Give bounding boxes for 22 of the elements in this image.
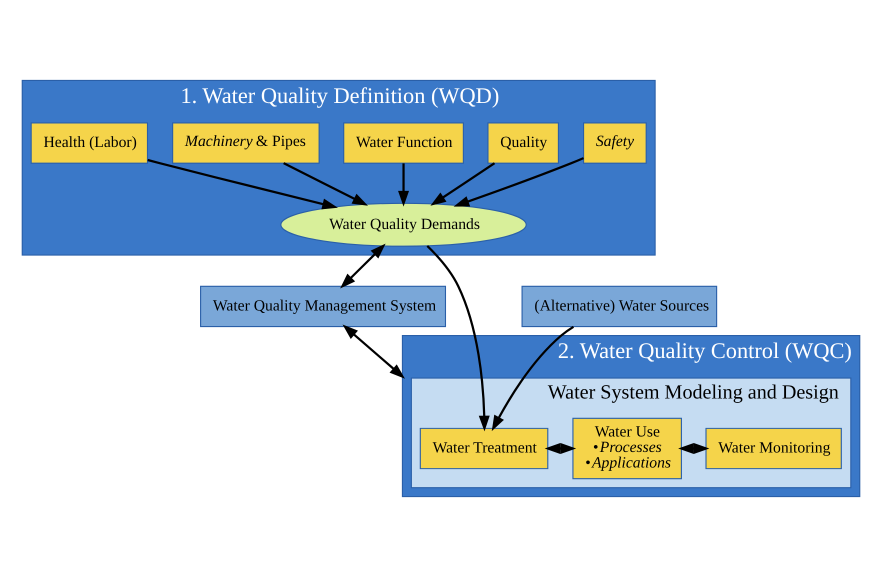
arrow (283, 162, 368, 206)
node-box: Water Quality Management System (200, 285, 446, 327)
node-box: Water Monitoring (705, 427, 842, 469)
arrow (426, 244, 490, 431)
arrow (492, 325, 574, 431)
arrow (430, 162, 496, 206)
arrow (544, 442, 576, 454)
node-box: Water Treatment (420, 427, 548, 469)
arrow (678, 442, 710, 454)
node-box: Water Function (343, 122, 464, 164)
arrow (147, 158, 338, 209)
node-ellipse: Water Quality Demands (280, 202, 527, 246)
arrow (454, 156, 584, 206)
node-box: Quality (487, 122, 559, 164)
arrow (342, 324, 405, 378)
arrow (398, 162, 410, 206)
node-box: Safety (583, 122, 647, 164)
node-box: Health (Labor) (30, 122, 148, 164)
node-box: Water Use •Processes •Applications (572, 417, 682, 479)
node-box: Machinery & Pipes (172, 122, 320, 164)
arrow (340, 243, 386, 288)
node-box: (Alternative) Water Sources (522, 285, 718, 327)
